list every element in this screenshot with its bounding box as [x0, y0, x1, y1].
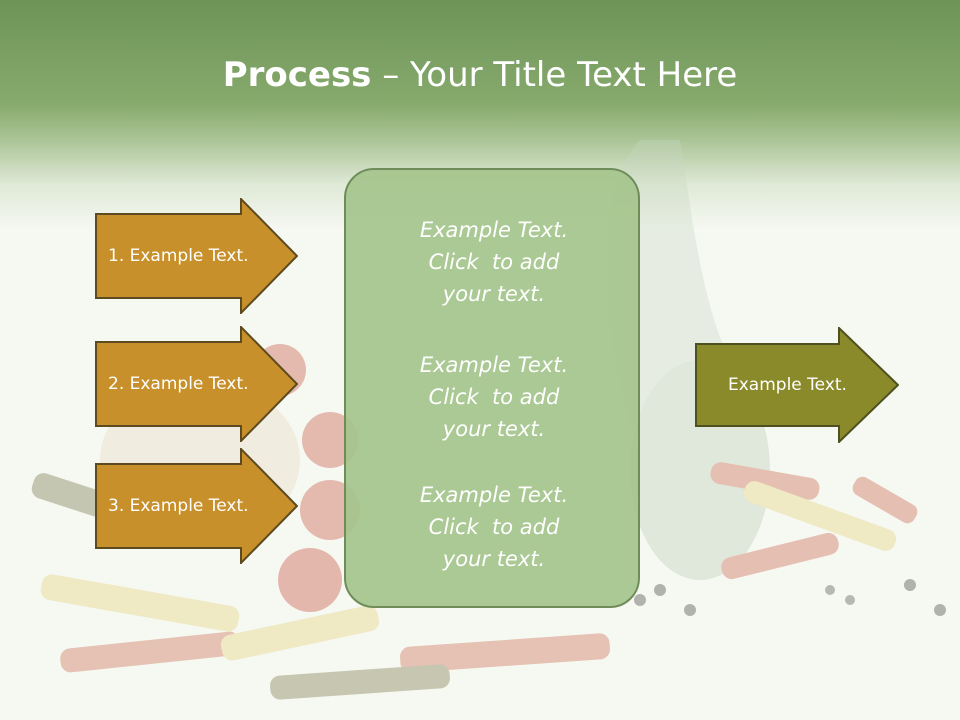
right-arrow[interactable]: Example Text. — [695, 327, 899, 443]
arrow-label: 2. Example Text. — [108, 374, 249, 394]
text-line: your text. — [442, 417, 546, 441]
text-line: Click to add — [428, 515, 560, 539]
page-title: Process – Your Title Text Here — [0, 52, 960, 98]
arrow-shape — [95, 198, 298, 314]
arrow-label: 3. Example Text. — [108, 496, 249, 516]
center-text-box[interactable]: Example Text. Click to add your text. Ex… — [344, 168, 640, 608]
text-line: Example Text. — [419, 353, 569, 377]
arrow-label: Example Text. — [728, 375, 847, 395]
arrow-shape — [95, 326, 298, 442]
left-arrow-3[interactable]: 3. Example Text. — [95, 448, 298, 564]
text-block-1: Example Text. Click to add your text. — [346, 214, 642, 310]
text-line: Click to add — [428, 250, 560, 274]
title-bold: Process — [222, 55, 372, 95]
text-line: Click to add — [428, 385, 560, 409]
arrow-shape — [95, 448, 298, 564]
text-line: Example Text. — [419, 483, 569, 507]
title-rest: – Your Title Text Here — [371, 55, 738, 95]
arrow-shape — [695, 327, 899, 443]
left-arrow-2[interactable]: 2. Example Text. — [95, 326, 298, 442]
text-line: Example Text. — [419, 218, 569, 242]
text-block-2: Example Text. Click to add your text. — [346, 349, 642, 445]
left-arrow-1[interactable]: 1. Example Text. — [95, 198, 298, 314]
arrow-label: 1. Example Text. — [108, 246, 249, 266]
text-block-3: Example Text. Click to add your text. — [346, 479, 642, 575]
text-line: your text. — [442, 547, 546, 571]
text-line: your text. — [442, 282, 546, 306]
